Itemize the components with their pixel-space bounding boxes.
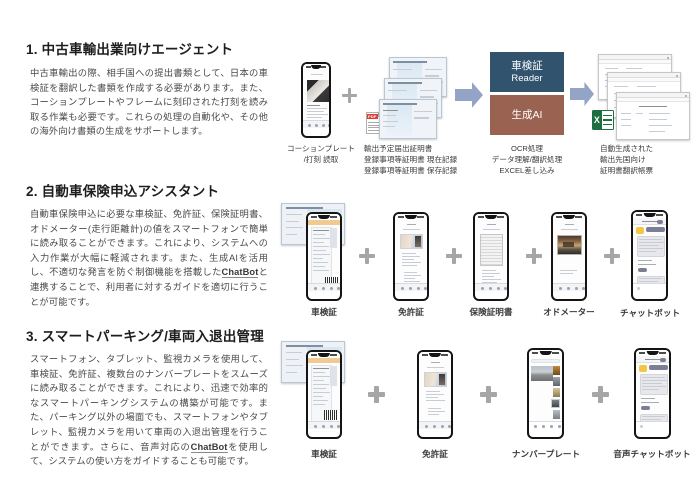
plus-icon [592,386,609,403]
section-1-body: 中古車輸出の際、相手国への提出書類として、日本の車検証を翻訳した書類を作成する必… [30,68,268,137]
box-label-line1: 車検証 [511,60,543,73]
label-device-chatbot: チャットボット [619,308,681,318]
section-3-title: 3. スマートパーキング/車両入退出管理 [26,329,264,344]
vehicle-thumb [553,388,560,397]
section-2-body-post: と連携することで、利用者に対するガイドを適切に行うことが可能です。 [30,267,268,307]
label-device-insurance: 保険証明書 [469,307,513,317]
caption-line: 登録事項等証明書 現在記録 [364,155,458,164]
label-device-license: 免許証 [422,449,448,459]
shakensho-reader-box: 車検証 Reader [490,52,564,92]
plus-icon [342,88,357,103]
smartphone-icon-caution-plate [301,62,331,138]
smartphone-icon-license [393,212,429,301]
caption-caution-plate: コーションプレート /打刻 読取 [286,143,356,165]
spreadsheet-window-icon [616,92,690,140]
caption-generated-output: 自動生成された 輸出先国向け 証明書翻訳帳票 [600,143,690,176]
numberplate-thumb [551,399,560,408]
phone-notch [311,65,321,69]
license-card-photo [424,372,447,387]
arrow-right-icon [570,82,594,106]
section-3-body-post: を使用して、システムの使い方をガイドすることも可能です。 [30,441,268,467]
vehicle-thumb [553,377,560,386]
bot-avatar [639,365,647,372]
section-2-body-pre: 自動車保険申込に必要な車検証、免許証、保険証明書、オドメーター(走行距離計)の値… [30,209,268,278]
smartphone-icon-numberplate [527,348,564,439]
document-stack [379,57,449,139]
plus-icon [368,386,385,403]
section-3-body-keyword: ChatBot [190,441,228,453]
license-card-photo [400,234,423,249]
caption-ocr-processing: OCR処理 データ理解/翻訳処理 EXCEL差し込み [481,143,573,176]
vehicle-thumb [553,410,560,419]
section-2-body: 自動車保険申込に必要な車検証、免許証、保険証明書、オドメーター(走行距離計)の値… [30,207,268,309]
smartphone-icon-shakensho [306,350,342,439]
smartphone-icon-voice-chatbot [634,348,671,439]
spreadsheet-stack [598,54,690,140]
caption-line: EXCEL差し込み [499,166,555,175]
label-device-license: 免許証 [398,307,424,317]
caption-line: 自動生成された [600,144,654,153]
caption-line: コーションプレート [287,144,355,153]
caption-line: OCR処理 [510,144,544,153]
smartphone-icon-insurance [473,212,509,301]
section-2-title: 2. 自動車保険申込アシスタント [26,184,220,199]
smartphone-icon-shakensho [306,212,342,301]
document-icon [379,99,437,139]
caption-export-documents: 輸出予定届出証明書 登録事項等証明書 現在記録 登録事項等証明書 保存記録 [364,143,484,176]
phone-tabbar [303,120,329,128]
phone-screen [303,70,329,128]
plus-icon [480,386,497,403]
section-2-body-keyword: ChatBot [221,267,259,279]
plus-icon [446,248,462,264]
insurance-document-photo [480,234,503,266]
section-3-body-pre: スマートフォン、タブレット、監視カメラを使用して、車検証、免許証、複数台のナンバ… [30,354,268,452]
caption-line: 輸出先国向け [600,155,646,164]
label-device-shakensho: 車検証 [311,449,337,459]
caption-line: 輸出予定届出証明書 [364,144,433,153]
excel-file-icon: X [592,110,614,130]
section-3-body: スマートフォン、タブレット、監視カメラを使用して、車検証、免許証、複数台のナンバ… [30,352,268,469]
smartphone-icon-odometer [551,212,587,301]
label-device-numberplate: ナンバープレート [511,449,581,459]
caution-plate-photo [307,80,329,102]
smartphone-icon-license [417,350,453,439]
caption-line: /打刻 読取 [303,155,339,164]
bot-avatar [636,227,644,234]
arrow-right-icon [455,82,483,108]
section-1-title: 1. 中古車輸出業向けエージェント [26,42,234,57]
plus-icon [604,248,620,264]
label-device-odometer: オドメーター [543,307,595,317]
caption-line: データ理解/翻訳処理 [491,155,563,164]
label-device-voice-chatbot: 音声チャットボット [613,449,691,459]
parking-lot-photo [531,366,553,381]
plus-icon [526,248,542,264]
caption-line: 証明書翻訳帳票 [600,166,654,175]
plus-icon [359,248,375,264]
smartphone-icon-chatbot [631,210,668,301]
caption-line: 登録事項等証明書 保存記録 [364,166,458,175]
generative-ai-box: 生成AI [490,95,564,135]
vehicle-thumb [553,366,560,375]
odometer-photo [557,235,582,255]
box-label-line1: 生成AI [511,108,543,121]
box-label-line2: Reader [511,72,543,84]
label-device-shakensho: 車検証 [311,307,337,317]
pdf-file-icon: PDF [366,112,383,134]
